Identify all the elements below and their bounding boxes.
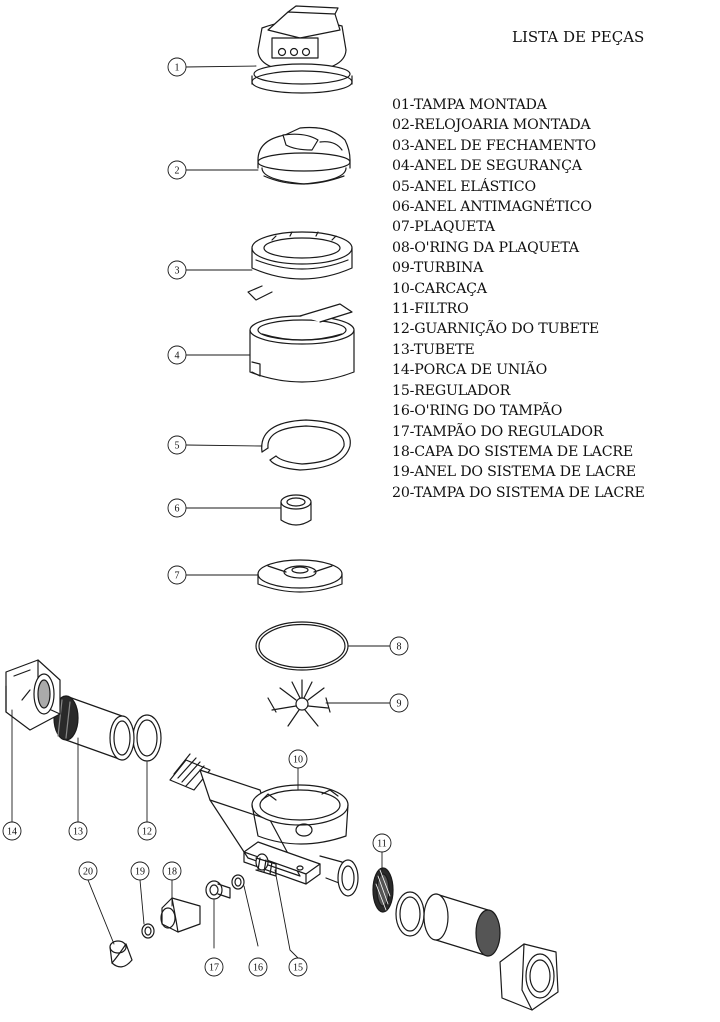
- parts-list-item: 12-GUARNIÇÃO DO TUBETE: [392, 321, 600, 338]
- parts-list-item: 03-ANEL DE FECHAMENTO: [392, 137, 596, 154]
- callout-15: 15: [288, 957, 308, 977]
- parts-list-item: 20-TAMPA DO SISTEMA DE LACRE: [392, 484, 645, 501]
- part-tube-gaskets: [132, 714, 425, 937]
- part-regulator: [255, 853, 277, 877]
- leader-line-5: [185, 444, 263, 447]
- part-seal-cap: [160, 897, 201, 933]
- parts-list-item: 13-TUBETE: [392, 341, 475, 358]
- svg-text:9: 9: [397, 699, 402, 710]
- callout-19: 19: [130, 861, 150, 881]
- svg-text:4: 4: [175, 351, 180, 362]
- callout-16: 16: [248, 957, 268, 977]
- svg-text:19: 19: [135, 867, 145, 878]
- leader-line-19: [139, 879, 145, 925]
- part-snap-ring: [261, 419, 351, 471]
- parts-list-item: 15-REGULADOR: [392, 382, 511, 399]
- parts-title: LISTA DE PEÇAS: [512, 28, 645, 46]
- callout-1: 1: [167, 57, 187, 77]
- callout-14: 14: [2, 821, 22, 841]
- callout-5: 5: [167, 435, 187, 455]
- svg-text:11: 11: [377, 839, 387, 850]
- svg-text:15: 15: [293, 963, 303, 974]
- part-body: [169, 753, 359, 897]
- callout-9: 9: [389, 693, 409, 713]
- callout-17: 17: [204, 957, 224, 977]
- callout-13: 13: [68, 821, 88, 841]
- parts-list-item: 16-O'RING DO TAMPÃO: [392, 403, 563, 420]
- parts-list-item: 04-ANEL DE SEGURANÇA: [392, 158, 582, 175]
- callout-12: 12: [137, 821, 157, 841]
- leader-line-20: [87, 879, 115, 945]
- parts-list: 01-TAMPA MONTADA 02-RELOJOARIA MONTADA 0…: [392, 95, 645, 503]
- svg-text:7: 7: [175, 571, 180, 582]
- svg-text:5: 5: [175, 441, 180, 452]
- parts-list-item: 06-ANEL ANTIMAGNÉTICO: [392, 199, 592, 216]
- svg-text:13: 13: [73, 827, 83, 838]
- callout-7: 7: [167, 565, 187, 585]
- svg-text:8: 8: [397, 642, 402, 653]
- parts-list-item: 17-TAMPÃO DO REGULADOR: [392, 423, 604, 440]
- leader-line-16: [243, 885, 259, 947]
- part-union-nuts: [5, 659, 559, 1011]
- parts-list-item: 08-O'RING DA PLAQUETA: [392, 239, 579, 256]
- leader-line-1: [184, 65, 257, 68]
- svg-text:6: 6: [175, 504, 180, 515]
- part-tubes: [53, 695, 501, 957]
- parts-list-item: 18-CAPA DO SISTEMA DE LACRE: [392, 443, 634, 460]
- svg-text:17: 17: [209, 963, 219, 974]
- part-antimagnetic-ring: [280, 494, 312, 526]
- callout-4: 4: [167, 345, 187, 365]
- callout-10: 10: [288, 749, 308, 769]
- parts-list-item: 14-PORCA DE UNIÃO: [392, 362, 548, 379]
- callout-11: 11: [372, 833, 392, 853]
- parts-list-item: 07-PLAQUETA: [392, 219, 495, 236]
- svg-text:16: 16: [253, 963, 263, 974]
- svg-text:3: 3: [175, 266, 180, 277]
- part-cover-assembly: [251, 5, 353, 94]
- part-seal-lid: [109, 940, 133, 968]
- parts-list-item: 01-TAMPA MONTADA: [392, 97, 547, 113]
- part-locking-ring: [247, 231, 353, 301]
- part-seal-ring: [141, 923, 155, 939]
- parts-list-item: 10-CARCAÇA: [392, 280, 487, 297]
- callout-3: 3: [167, 260, 187, 280]
- part-filter: [372, 867, 394, 913]
- parts-list-item: 09-TURBINA: [392, 260, 484, 277]
- svg-text:20: 20: [83, 867, 93, 878]
- part-turbine: [267, 679, 331, 727]
- svg-text:2: 2: [175, 166, 180, 177]
- part-plate-o-ring: [255, 621, 349, 671]
- svg-text:14: 14: [7, 827, 17, 838]
- svg-text:12: 12: [142, 827, 152, 838]
- part-plate: [257, 559, 343, 593]
- parts-list-item: 11-FILTRO: [392, 301, 469, 318]
- part-safety-ring: [249, 303, 355, 383]
- svg-text:10: 10: [293, 755, 303, 766]
- callout-2: 2: [167, 160, 187, 180]
- parts-list-item: 19-ANEL DO SISTEMA DE LACRE: [392, 464, 636, 481]
- part-regulator-stopper: [205, 880, 231, 900]
- leader-line-15: [274, 869, 299, 959]
- svg-text:1: 1: [175, 63, 180, 74]
- svg-text:18: 18: [167, 867, 177, 878]
- part-stopper-o-ring: [231, 874, 245, 890]
- callout-20: 20: [78, 861, 98, 881]
- part-register-assembly: [257, 126, 351, 185]
- callout-6: 6: [167, 498, 187, 518]
- callout-8: 8: [389, 636, 409, 656]
- parts-list-item: 05-ANEL ELÁSTICO: [392, 178, 536, 195]
- callout-18: 18: [162, 861, 182, 881]
- parts-list-item: 02-RELOJOARIA MONTADA: [392, 117, 591, 134]
